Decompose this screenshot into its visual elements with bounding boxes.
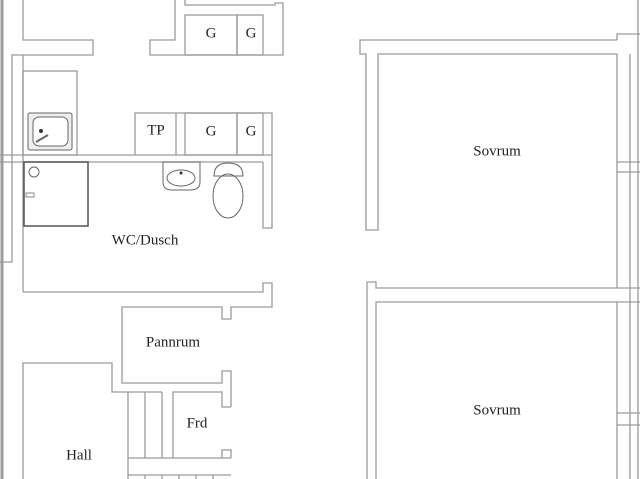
wall-upper-left xyxy=(0,0,94,263)
closet-label: G xyxy=(206,25,217,41)
wall-closets-mid xyxy=(134,112,273,229)
closet-label-tp: TP xyxy=(147,122,165,138)
stairs xyxy=(127,391,231,479)
wall-frd xyxy=(221,449,232,458)
kitchen-sink-icon xyxy=(27,112,73,151)
closet-label: G xyxy=(246,123,257,139)
wall-pannrum xyxy=(23,282,273,407)
room-label-frd: Frd xyxy=(187,415,208,431)
wall-top-closets xyxy=(149,0,284,56)
closet-mid-g2 xyxy=(236,112,264,156)
wall-bedroom1 xyxy=(359,39,618,288)
closet-top-g2 xyxy=(236,14,264,56)
washbasin-icon xyxy=(162,161,201,191)
room-label-bedroom-1: Sovrum xyxy=(473,143,521,159)
closet-label: G xyxy=(246,25,257,41)
wall-hall xyxy=(22,362,128,479)
room-label-wc: WC/Dusch xyxy=(112,232,179,248)
toilet-icon xyxy=(212,162,244,219)
wall-bedroom1 xyxy=(616,33,640,40)
shower-icon xyxy=(23,161,89,227)
room-label-pannrum: Pannrum xyxy=(146,334,200,350)
wall-bedroom2 xyxy=(366,281,640,479)
wall-bedroom2 xyxy=(375,301,618,479)
closet-label: G xyxy=(206,123,217,139)
room-label-hall: Hall xyxy=(66,447,92,463)
wall-frd xyxy=(172,391,231,458)
room-label-bedroom-2: Sovrum xyxy=(473,402,521,418)
